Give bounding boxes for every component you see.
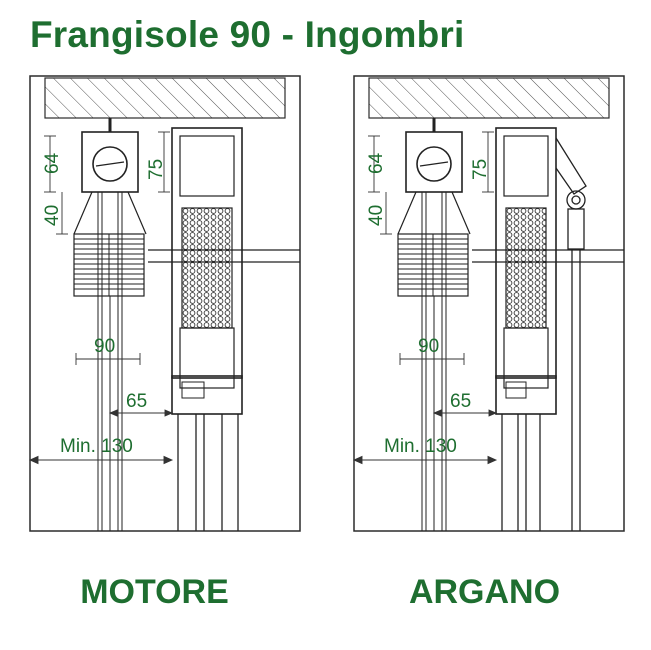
diagram-motore: 64 75 40 90 65 Min. 130 [0,75,305,532]
insulation [181,207,233,329]
dim-min-130: Min. 130 [60,436,133,457]
guide-rails [421,192,447,531]
dim-90: 90 [418,336,439,357]
dim-64: 64 [366,152,387,174]
caption-motore: MOTORE [80,573,229,611]
window-profile [495,127,557,531]
blade-pack [397,233,469,297]
dim-40: 40 [42,205,63,226]
dim-90: 90 [94,336,115,357]
caption-argano: ARGANO [408,573,561,611]
guide-rails [97,192,123,531]
dim-min-130: Min. 130 [384,436,457,457]
lintel-block [368,77,610,119]
winch-housing [405,131,463,193]
outer-frame [353,75,625,532]
motor-drum [92,146,128,182]
blade-pack [73,233,145,297]
dim-40: 40 [366,205,387,226]
outer-frame [29,75,301,532]
winch-drum [416,146,452,182]
dim-75: 75 [470,159,491,180]
argano-drawing: 64 75 40 90 65 Min. 130 [352,75,625,532]
crank-mechanism [555,137,587,531]
page-title: Frangisole 90 - Ingombri [30,14,465,55]
dim-65: 65 [126,391,147,412]
dim-65: 65 [450,391,471,412]
motor-housing [81,131,139,193]
dim-64: 64 [42,152,63,174]
lintel-block [44,77,286,119]
motore-drawing: 64 75 40 90 65 Min. 130 [28,75,301,532]
diagram-argano: 64 75 40 90 65 Min. 130 [324,75,629,532]
window-profile [171,127,243,531]
insulation [505,207,547,329]
dim-75: 75 [146,159,167,180]
